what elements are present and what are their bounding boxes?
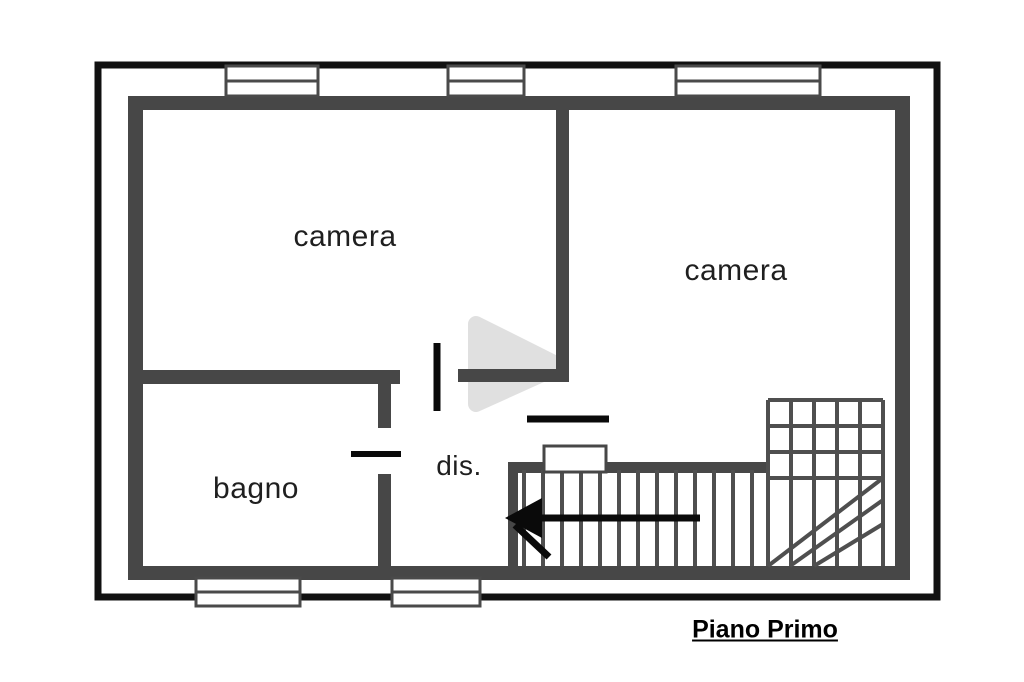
window-icon: [390, 576, 482, 608]
winder-line: [812, 522, 885, 568]
winder-line: [766, 476, 885, 568]
wall-bagno-top: [128, 370, 400, 384]
door-symbols: [351, 343, 609, 457]
room-label-camera-right: camera: [684, 254, 788, 287]
room-label-disimpegno: dis.: [436, 450, 482, 481]
stair-notch: [542, 444, 608, 474]
stair-landing-grid: [766, 398, 885, 568]
wall-divider-vertical: [556, 96, 569, 382]
wall-bottom: [128, 566, 910, 580]
windows-bottom: [194, 576, 482, 608]
window-icon: [446, 64, 526, 98]
wall-left: [128, 96, 143, 580]
room-label-bagno: bagno: [213, 472, 299, 505]
stair-direction-arrow-icon: [505, 498, 700, 560]
wall-stair-top: [508, 462, 770, 473]
wall-divider-stub: [458, 369, 569, 382]
wall-bagno-right-upper: [378, 384, 391, 428]
watermark-shape: [468, 316, 568, 412]
window-icon: [674, 64, 822, 98]
plan-title: Piano Primo: [692, 615, 838, 644]
room-label-camera-left: camera: [293, 220, 397, 253]
wall-right: [895, 96, 910, 580]
windows-top: [224, 64, 822, 98]
walls: [128, 96, 910, 580]
winder-line: [788, 498, 885, 568]
wall-top: [128, 96, 910, 110]
window-icon: [224, 64, 320, 98]
wall-bagno-right-lower: [378, 474, 391, 566]
window-icon: [194, 576, 302, 608]
